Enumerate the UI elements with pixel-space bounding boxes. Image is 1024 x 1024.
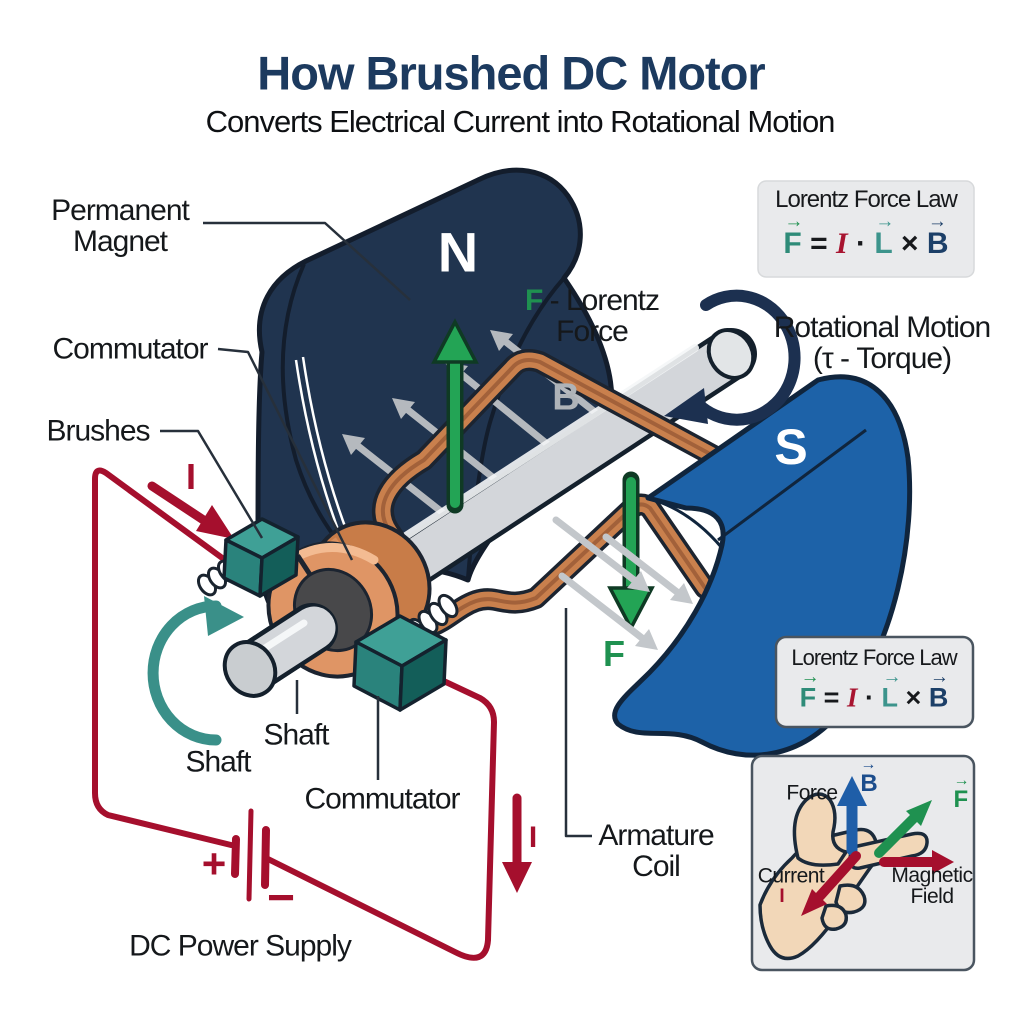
lorentz-box-bottom-title: Lorentz Force Law [791,645,957,670]
rh-force-label: Force [786,781,838,805]
b-field-arrows-lower [552,516,693,650]
rh-b-arrow-head [837,776,867,806]
rh-current-label: Current [757,864,825,888]
brush-left [222,517,300,598]
rh-f-arrow-icon: → [953,772,970,789]
rh-current-arrow-head [801,889,827,916]
circuit-wiring [92,467,498,961]
label-shaft-2: Shaft [185,745,251,779]
shaft-rotation-head [204,596,244,636]
vector-b: →B [926,211,949,260]
rh-current-arrow-shaft [815,851,861,901]
current-arrow-top-head [196,505,234,539]
rh-magfield-arrow-head [932,850,954,874]
label-brushes: Brushes [46,414,150,448]
vector-f: →F [783,211,804,260]
rotation-loop-head [664,388,708,424]
label-shaft-1: Shaft [263,718,329,752]
current-arrow-right-head [502,862,532,893]
n-magnet-highlight-1 [294,359,342,536]
brush-right [352,614,448,712]
rotation-loop-arc [692,289,801,426]
label-armature-coil: Armature Coil [598,818,714,883]
s-magnet-inner-line [647,496,724,549]
brushes [222,517,448,712]
b-vector-arrow-icon-2: → [929,666,949,688]
shaft-tip-highlight [258,619,308,654]
label-commutator-bottom: Commutator [304,782,460,816]
label-lorentz-force: F - Lorentz Force [524,283,660,348]
hand-thumb [792,792,848,867]
l-vector-arrow-icon-2: → [882,666,902,688]
current-arrow-top-shaft [147,481,213,528]
leader-permanent-magnet [203,221,411,301]
rh-b-letter: →B [860,756,878,798]
shaft-left-cap [222,640,278,698]
leader-brushes [160,429,264,539]
s-pole-letter: S [774,419,808,475]
b-field-letter: B [552,376,580,419]
rh-i-letter: I [779,886,785,907]
shaft-rotation-arc [147,600,222,746]
l-vector-arrow-icon: → [875,211,895,232]
circuit-wire-right [265,665,498,961]
lorentz-box-top-bg [757,180,975,278]
label-commutator-top: Commutator [52,332,208,366]
label-dc-power-supply: DC Power Supply [129,929,352,963]
label-rotational-motion: Rotational Motion (τ - Torque) [773,310,991,375]
lorentz-box-bottom-formula: →F = I · →L × →B [799,666,949,713]
battery-plate-short-left [231,835,240,878]
battery-plus-sign: + [201,840,227,887]
rh-f-arrow-shaft [874,813,919,858]
battery-minus-sign: − [266,871,296,925]
shaft-right-cap [706,328,756,380]
label-permanent-magnet: Permanent Magnet [51,193,190,258]
battery-plate-short-right [261,826,270,889]
rh-magnetic-label: Magnetic Field [891,864,973,908]
page-subtitle: Converts Electrical Current into Rotatio… [205,104,836,139]
f-force-letter: F [603,633,625,674]
current-arrows [147,481,532,893]
leader-armature-coil [564,608,592,838]
n-pole-letter: N [437,220,479,284]
rh-b-arrow-icon: → [860,756,877,773]
leader-commutator-top [217,347,354,561]
n-magnet-edge-curve [280,263,358,564]
battery-symbol [231,808,270,902]
circuit-wire-left [92,467,234,848]
rotation-loop [664,289,801,426]
n-magnet-highlight-2 [301,356,349,533]
leader-lines [160,221,592,838]
i-current-label-top: I [185,456,197,497]
rh-f-arrow-head [906,800,932,826]
vector-f-2: →F [799,666,820,713]
hand-curled-finger-2 [820,903,849,932]
f-vector-arrow-icon-2: → [800,666,820,688]
force-arrow-up-head [431,318,479,364]
rh-f-letter: →F [953,772,970,814]
lorentz-box-bottom-bg [774,635,975,729]
s-magnet-face-line [717,428,867,542]
lorentz-box-top-title: Lorentz Force Law [775,186,958,213]
lorentz-f-letter: F [524,283,543,317]
vector-b-2: →B [928,666,949,713]
i-current-label-right: I [528,821,538,854]
vector-l: →L [874,211,895,260]
lorentz-box-top-formula: →F = I · →L × →B [783,211,949,260]
rh-rule-arrows [801,776,954,916]
b-vector-arrow-icon: → [927,211,947,232]
battery-plate-long [246,808,254,902]
page-title: How Brushed DC Motor [257,46,765,100]
shaft-rotation-arrow [147,596,244,746]
f-vector-arrow-icon: → [784,211,804,232]
vector-l-2: →L [881,666,902,713]
